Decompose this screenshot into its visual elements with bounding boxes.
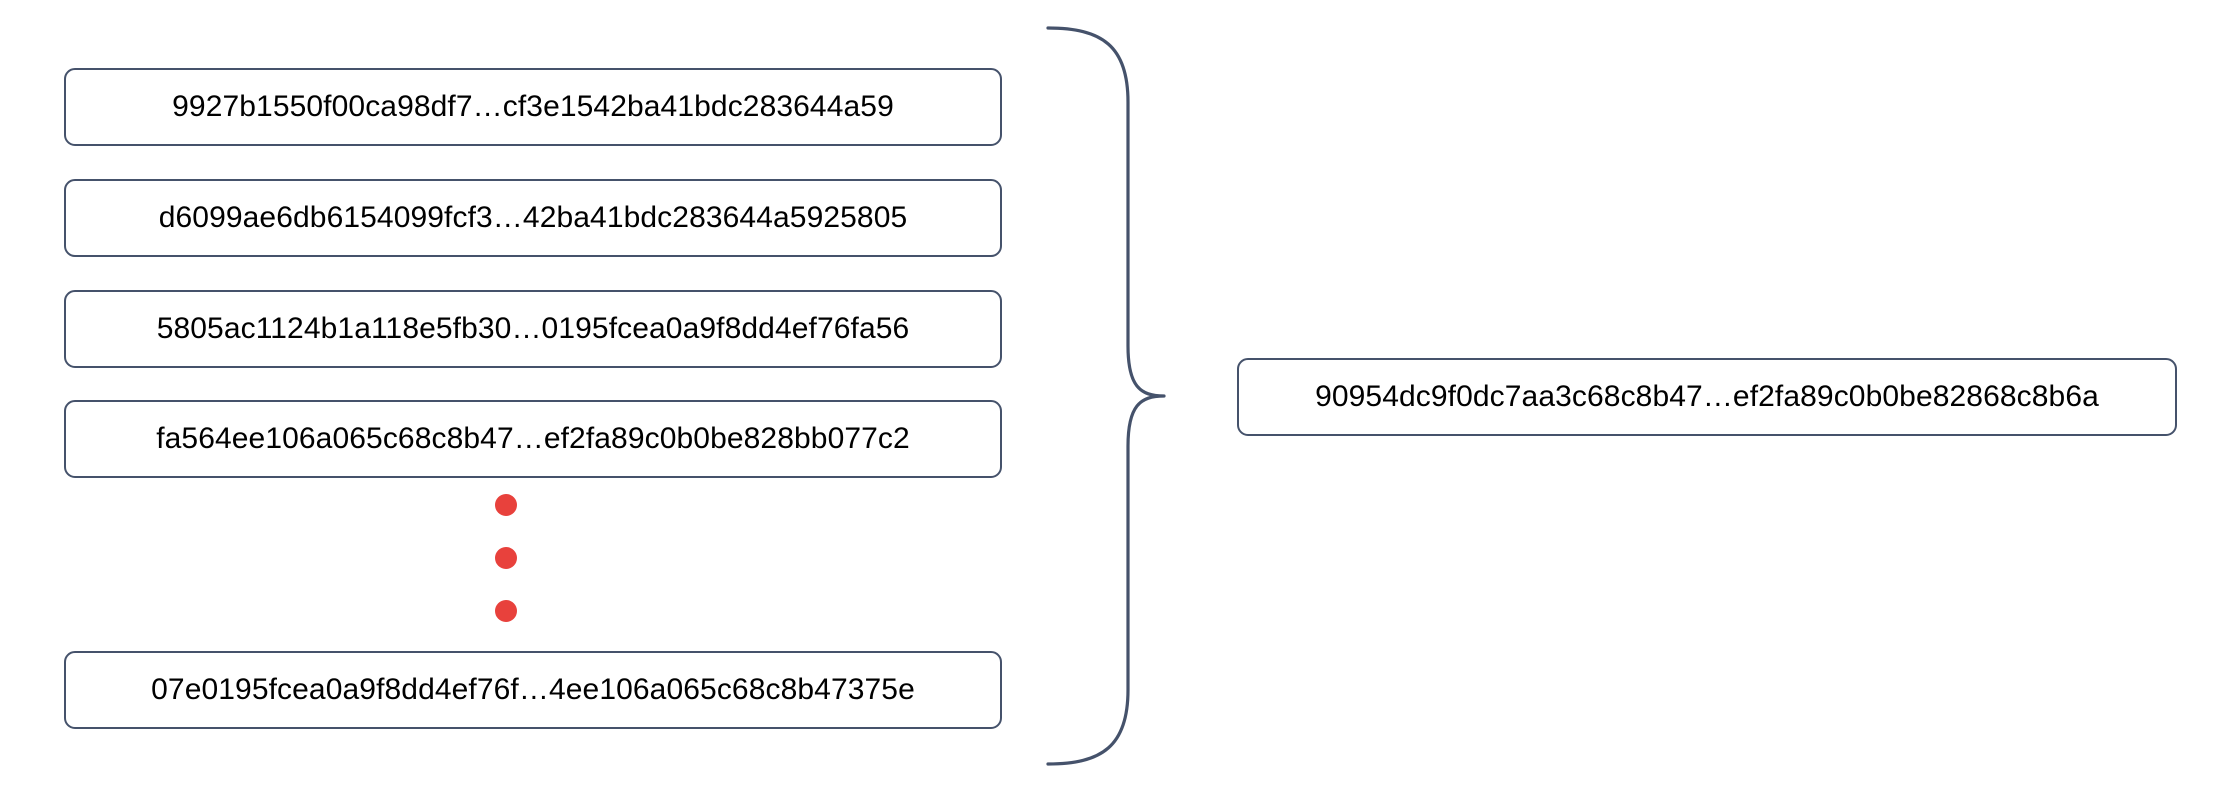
ellipsis-dot-2: [495, 547, 517, 569]
hash-box-last[interactable]: 07e0195fcea0a9f8dd4ef76f…4ee106a065c68c8…: [64, 651, 1002, 729]
curly-brace-connector: [1040, 24, 1170, 768]
ellipsis-dot-3: [495, 600, 517, 622]
vertical-ellipsis-icon: [495, 494, 529, 626]
curly-brace-icon: [1046, 26, 1166, 766]
hash-box-4[interactable]: fa564ee106a065c68c8b47…ef2fa89c0b0be828b…: [64, 400, 1002, 478]
hash-box-3[interactable]: 5805ac1124b1a118e5fb30…0195fcea0a9f8dd4e…: [64, 290, 1002, 368]
ellipsis-dot-1: [495, 494, 517, 516]
aggregate-hash-box[interactable]: 90954dc9f0dc7aa3c68c8b47…ef2fa89c0b0be82…: [1237, 358, 2177, 436]
hash-box-2[interactable]: d6099ae6db6154099fcf3…42ba41bdc283644a59…: [64, 179, 1002, 257]
hash-box-1[interactable]: 9927b1550f00ca98df7…cf3e1542ba41bdc28364…: [64, 68, 1002, 146]
